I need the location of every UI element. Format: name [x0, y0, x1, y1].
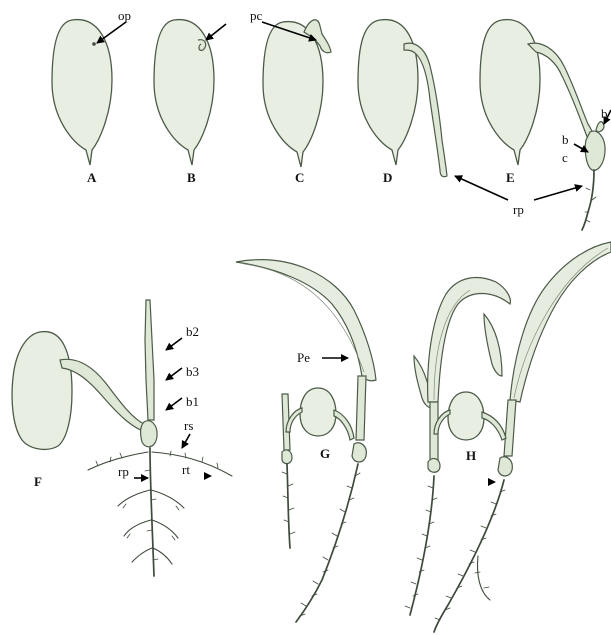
root-h-branch: [478, 556, 491, 600]
panel-label-g: G: [320, 446, 330, 461]
stage-c: pc C: [250, 8, 331, 185]
label-rt: rt: [182, 462, 190, 477]
stem-h-right: [504, 400, 516, 456]
seed-e: [480, 20, 540, 165]
arrow-b1: [166, 398, 182, 410]
label-b1: b1: [186, 394, 199, 409]
stage-h: H: [405, 242, 611, 632]
left-root-g: [287, 464, 290, 548]
label-b-edge: b: [601, 106, 608, 121]
label-b2: b2: [186, 324, 199, 339]
seed-c: [263, 22, 323, 167]
shoot-f: [145, 300, 154, 420]
leaf-h-right-small: [484, 314, 502, 376]
shoot-bud-e: [596, 122, 604, 132]
arrow-rp-d: [455, 176, 508, 200]
left-collar-g: [282, 450, 292, 464]
seed-f: [12, 332, 72, 450]
label-pe: Pe: [297, 350, 310, 365]
link-h-right: [482, 412, 506, 440]
root-h-left: [410, 476, 434, 615]
right-root-g: [296, 464, 358, 622]
seed-a: [52, 20, 112, 165]
collar-h-left: [428, 459, 440, 473]
arrow-h: [488, 478, 496, 486]
arrow-rt: [204, 472, 212, 480]
panel-label-c: C: [295, 170, 304, 185]
stage-f: b2 b3 b1 rs rp rt F: [12, 300, 232, 576]
panel-label-f: F: [34, 474, 42, 489]
label-c-e: c: [562, 150, 568, 165]
seed-d: [358, 20, 418, 165]
label-rp: rp: [513, 202, 524, 217]
label-b3: b3: [186, 364, 199, 379]
collar-h-right: [498, 457, 512, 476]
stage-e: b c b E: [480, 20, 611, 230]
arrow-b3: [166, 368, 182, 380]
label-pc: pc: [250, 8, 263, 23]
panel-label-d: D: [383, 170, 392, 185]
stage-b: B: [154, 20, 226, 185]
operculum-a: [92, 42, 96, 46]
label-op: op: [118, 8, 131, 23]
panel-label-h: H: [466, 448, 476, 463]
root-hairs-f: [96, 451, 218, 560]
root-hairs-g: [282, 472, 360, 616]
pushed-operculum-b: [198, 40, 206, 51]
label-b-e: b: [562, 132, 569, 147]
panel-label-a: A: [87, 170, 97, 185]
panel-label-b: B: [187, 170, 196, 185]
label-rs: rs: [184, 418, 193, 433]
seed-h: [448, 392, 484, 440]
taproot-f: [150, 448, 154, 576]
petiole-g: [356, 376, 366, 440]
secondary-root-right-f: [152, 452, 232, 476]
collar-f: [141, 421, 157, 447]
arrow-b: [206, 24, 226, 40]
stage-d: D: [358, 20, 447, 185]
panel-label-e: E: [506, 170, 515, 185]
seed-g: [300, 388, 336, 436]
label-rp-f: rp: [118, 464, 129, 479]
rp-callout: rp: [455, 176, 582, 217]
petiole-link-g: [334, 410, 354, 440]
stage-g: Pe G: [236, 260, 376, 622]
stage-a: op A: [52, 8, 131, 185]
arrow-b2: [166, 338, 182, 350]
cotyledonary-petiole-f: [60, 359, 146, 432]
leaf-h-right-large: [510, 242, 611, 402]
arrow-rp-e: [534, 186, 582, 200]
right-collar-g: [352, 443, 366, 462]
arrow-rs: [182, 434, 190, 448]
collar-swelling-e: [585, 131, 605, 170]
